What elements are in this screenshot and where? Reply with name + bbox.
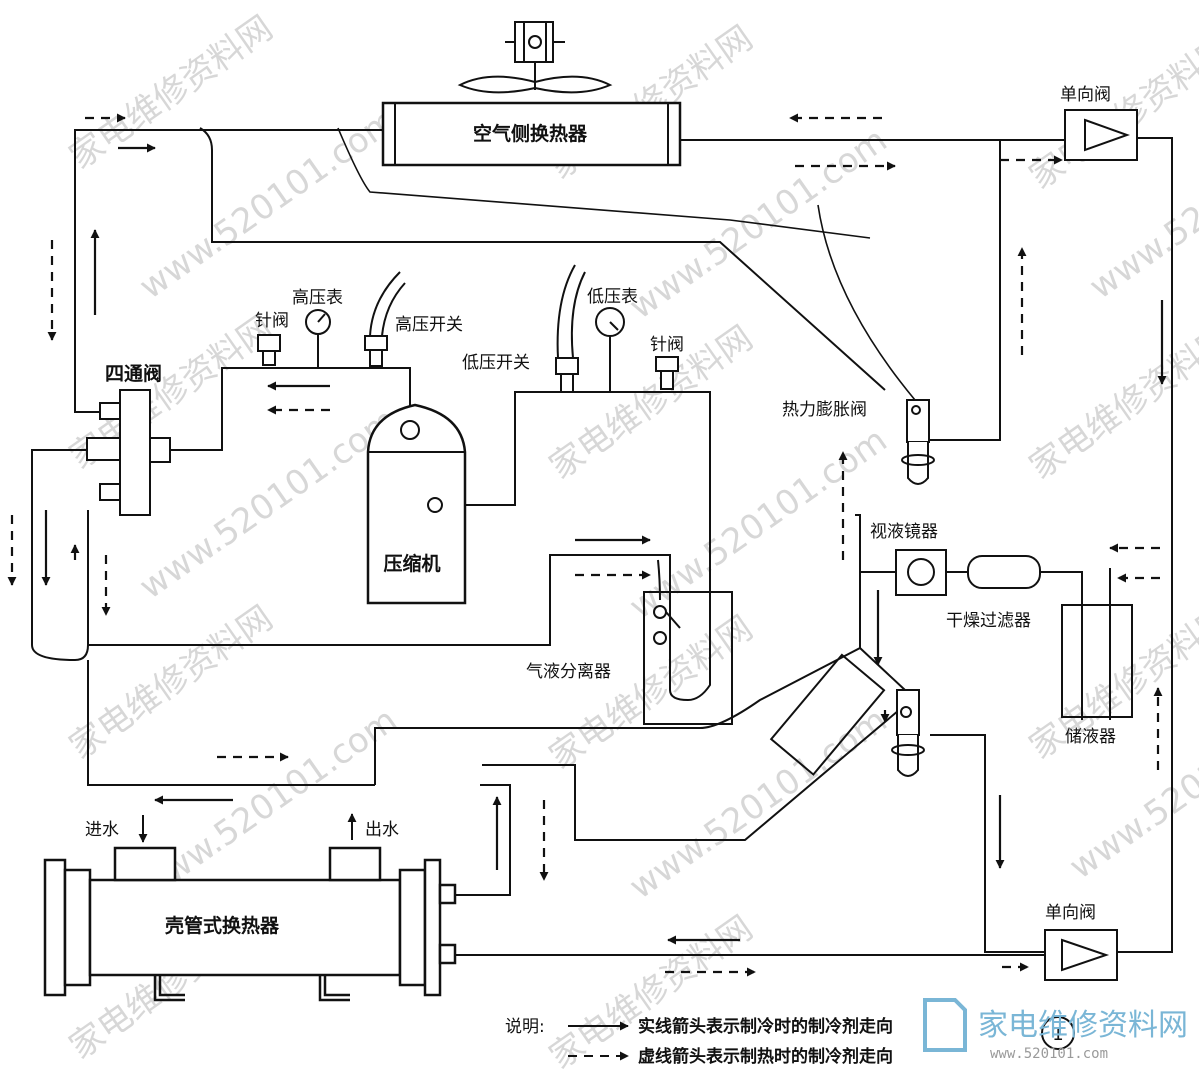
water-io: 进水 出水 <box>85 813 399 843</box>
pipe-network <box>31 127 1173 956</box>
watermark-cn: 家电维修资料网 <box>62 598 280 767</box>
pipe <box>455 784 511 896</box>
compressor: 压缩机 <box>366 403 467 605</box>
check-valve-top: 单向阀 <box>1060 85 1138 161</box>
watermark-url: www.520101.com <box>622 700 894 907</box>
check-valve-bottom: 单向阀 <box>1044 903 1118 981</box>
sight-glass: 视液镜器 <box>870 522 947 596</box>
flow-arrows <box>7 113 1167 977</box>
fan <box>457 21 613 94</box>
receiver-label: 储液器 <box>1065 727 1116 747</box>
watermark-cn: 家电维修资料网 <box>542 608 760 777</box>
pipe <box>1040 571 1083 720</box>
air-exchanger-label: 空气侧换热器 <box>473 122 588 145</box>
water-in-label: 进水 <box>85 820 119 840</box>
receiver: 储液器 <box>1061 604 1133 747</box>
low-pressure-switch-label: 低压开关 <box>462 353 530 373</box>
high-pressure-gauge: 高压表 <box>292 288 343 368</box>
pipe <box>930 734 1045 953</box>
compressor-label: 压缩机 <box>383 552 440 575</box>
pipe <box>31 449 105 662</box>
fan-blade <box>457 75 613 94</box>
shell-tube-exchanger: 壳管式换热器 <box>43 846 457 1002</box>
thermal-expansion-valve: 热力膨胀阀 <box>782 399 935 485</box>
watermark-url: www.520101.com <box>132 100 404 307</box>
air-side-exchanger: 空气侧换热器 <box>381 101 682 167</box>
legend-title: 说明: <box>505 1017 545 1037</box>
high-pressure-switch-label: 高压开关 <box>395 315 463 335</box>
logo-text: 家电维修资料网 <box>978 1008 1188 1043</box>
figure-number-circle <box>1041 1016 1075 1050</box>
four-way-valve: 四通阀 <box>86 362 171 516</box>
needle-valve-left-label: 针阀 <box>255 311 289 331</box>
pipe <box>817 204 916 401</box>
fan-motor <box>514 21 554 63</box>
legend-solid-text: 实线箭头表示制冷时的制冷剂走向 <box>638 1016 893 1037</box>
logo-url: www.520101.com <box>990 1046 1108 1062</box>
check-valve-bottom-label: 单向阀 <box>1045 903 1096 923</box>
low-pressure-gauge-label: 低压表 <box>587 287 638 307</box>
legend: 说明: 实线箭头表示制冷时的制冷剂走向 虚线箭头表示制热时的制冷剂走向 1 <box>505 1016 1075 1067</box>
figure-number: 1 <box>1052 1024 1063 1045</box>
pipe <box>1115 137 1173 953</box>
check-valve-top-label: 单向阀 <box>1060 85 1111 105</box>
needle-valve-right-label: 针阀 <box>650 335 684 355</box>
pipe <box>88 391 711 702</box>
pipe <box>482 704 906 841</box>
pipe <box>930 140 1001 441</box>
water-out-label: 出水 <box>365 820 399 840</box>
needle-valve-right: 针阀 <box>650 335 684 390</box>
pipe <box>374 514 861 785</box>
sight-glass-label: 视液镜器 <box>870 522 938 542</box>
drier-filter: 干燥过滤器 <box>946 555 1041 631</box>
high-pressure-gauge-label: 高压表 <box>292 288 343 308</box>
pipe <box>74 129 383 413</box>
legend-dashed-text: 虚线箭头表示制热时的制冷剂走向 <box>638 1046 893 1067</box>
pipe <box>87 660 375 786</box>
low-pressure-gauge: 低压表 <box>587 287 638 392</box>
pipe <box>199 127 886 391</box>
pipe <box>657 559 661 601</box>
high-pressure-switch: 高压开关 <box>364 271 463 367</box>
thermal-expansion-valve-2 <box>769 653 925 777</box>
shell-exchanger-label: 壳管式换热器 <box>164 914 280 937</box>
low-pressure-switch: 低压开关 <box>462 264 586 393</box>
txv-label: 热力膨胀阀 <box>782 400 867 420</box>
pipe <box>337 127 871 239</box>
watermark-url: www.520101.com <box>622 420 894 627</box>
pipe <box>859 647 906 691</box>
drier-filter-label: 干燥过滤器 <box>946 611 1031 631</box>
site-logo: 家电维修资料网 www.520101.com <box>923 998 1188 1062</box>
logo-icon <box>923 998 967 1052</box>
gas-liquid-separator: 气液分离器 <box>526 591 733 725</box>
watermark-url: www.520101.com <box>132 400 404 607</box>
needle-valve-left: 针阀 <box>255 311 289 366</box>
watermark-cn: 家电维修资料网 <box>62 8 280 177</box>
four-way-valve-label: 四通阀 <box>105 362 162 385</box>
pipe <box>170 367 411 451</box>
separator-label: 气液分离器 <box>526 662 611 682</box>
